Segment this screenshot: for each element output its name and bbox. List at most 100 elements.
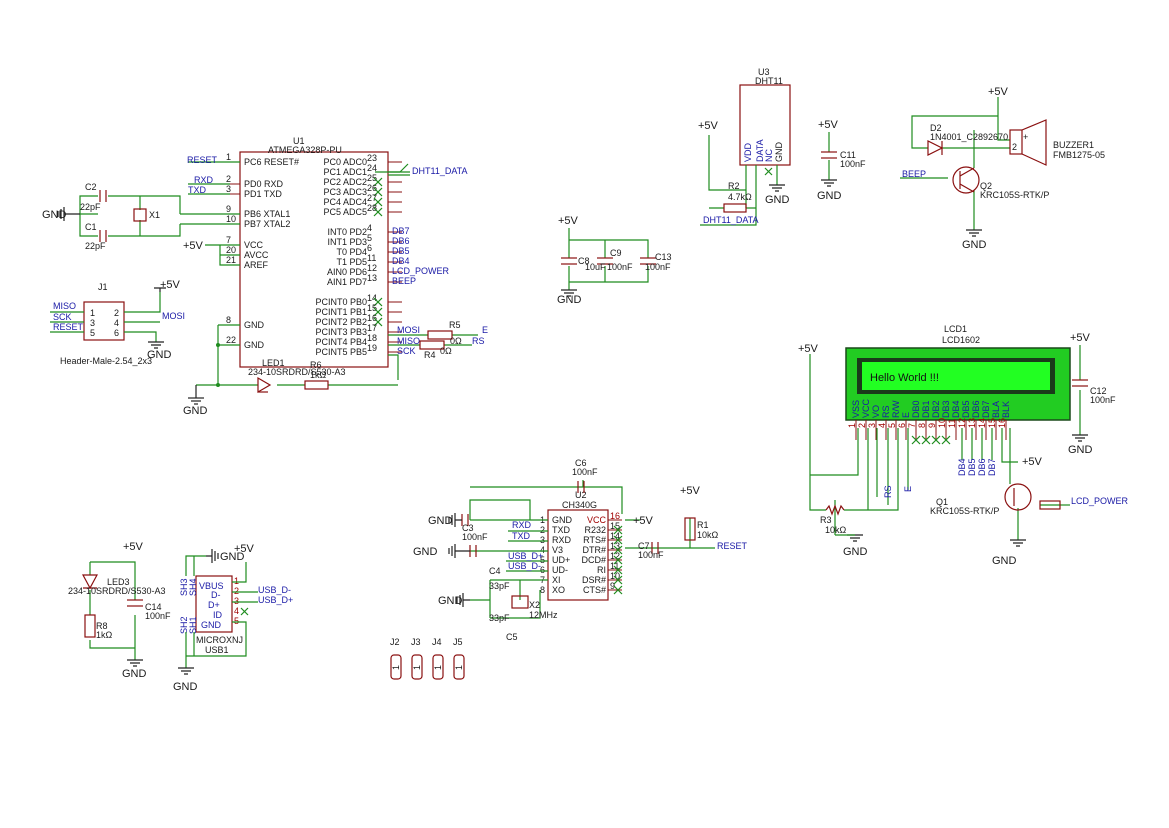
r1-body[interactable] [684, 517, 696, 541]
usb-num-2: 2 [234, 586, 239, 596]
mcu-pin-name: PC5 ADC5 [323, 207, 367, 217]
caps-vcc-label: +5V [558, 215, 579, 227]
mcu-pin-num: 17 [367, 323, 377, 333]
mcu-pin-name: PCINT2 PB2 [315, 317, 367, 327]
led3-symbol[interactable] [81, 574, 99, 590]
lcd-bla-vcc: +5V [1022, 456, 1043, 468]
r8-body[interactable] [84, 614, 96, 638]
lcd-pin-name: R/W [891, 400, 901, 418]
c4-value: 33pF [489, 581, 510, 591]
ch340-pin-name: GND [552, 515, 573, 525]
r3-pot[interactable] [825, 504, 845, 516]
ch340-pin-name: V3 [552, 545, 563, 555]
mcu-pin-name: PCINT1 PB1 [315, 307, 367, 317]
jumper-ref: J3 [411, 637, 421, 647]
mcu-pin-num: 24 [367, 163, 377, 173]
c1-value: 22pF [85, 241, 106, 251]
ch340-pin-name: RTS# [583, 535, 606, 545]
r5-value: 0Ω [450, 336, 462, 346]
dht11-u3[interactable]: U3 DHT11 VDD DATA NC GND [739, 67, 791, 166]
dht-net-label: DHT11_DATA [703, 215, 759, 225]
micro-usb-usb1[interactable]: VBUS D- D+ ID GND 1 2 3 4 5 SH3 SH4 SH2 … [179, 575, 243, 655]
x1-body[interactable] [133, 208, 147, 222]
usb-sh3: SH3 [179, 578, 189, 596]
mcu-pin-num: 11 [367, 253, 376, 263]
c6-ref: C6 [575, 458, 587, 468]
usb-part: MICROXNJ [196, 635, 243, 645]
ch340-net-txd: TXD [512, 531, 531, 541]
q2-gnd-label: GND [962, 239, 987, 251]
net-mosi: MOSI [397, 325, 420, 335]
j1-net-sck: SCK [53, 312, 72, 322]
led3-ref: LED3 [107, 577, 130, 587]
r5-body[interactable] [427, 330, 453, 340]
q2-transistor[interactable] [952, 166, 980, 194]
c14-value: 100nF [145, 611, 171, 621]
mcu-pin-name: PCINT5 PB5 [315, 347, 367, 357]
x2-ref: X2 [529, 600, 540, 610]
lcd-bus-db6: DB6 [977, 458, 987, 476]
r6-body[interactable] [304, 380, 329, 390]
d2-symbol[interactable] [927, 140, 944, 156]
r5-ref: R5 [449, 320, 461, 330]
q2-ref: Q2 [980, 181, 992, 191]
lcd-pin-name: DB5 [961, 400, 971, 418]
q1-base-resistor [1039, 500, 1061, 510]
x2-value: 12MHz [529, 610, 558, 620]
mcu-pin-name: PC4 ADC4 [323, 197, 367, 207]
r2-body[interactable] [723, 203, 747, 213]
lcd-pin-name: DB4 [951, 400, 961, 418]
led3-part: 234-10SRDRD/S530-A3 [68, 586, 166, 596]
mcu-pin-name: T0 PD4 [336, 247, 367, 257]
net-rxd: RXD [194, 175, 214, 185]
q1-transistor[interactable] [1004, 483, 1032, 511]
ch340-pin-num: 14 [610, 531, 620, 541]
r2-value: 4.7kΩ [728, 192, 752, 202]
buzzer-vcc-label: +5V [988, 86, 1009, 98]
ch340-pin-name: UD- [552, 565, 568, 575]
ch340-right-pins: VCC16R23215RTS#14DTR#13DCD#12RI11DSR#10C… [581, 511, 623, 595]
jumper-body[interactable] [411, 654, 423, 680]
q1-gnd-label: GND [992, 555, 1017, 567]
jumper-body[interactable] [453, 654, 465, 680]
net-miso: MISO [397, 336, 420, 346]
r4-body[interactable] [419, 340, 445, 350]
mcu-pin-name: VCC [244, 240, 264, 250]
mcu-pin-num: 22 [226, 335, 236, 345]
j1-gnd-label: GND [147, 349, 172, 361]
jumper-body[interactable] [432, 654, 444, 680]
x2-body[interactable] [511, 595, 529, 609]
header-j1[interactable]: J1 Header-Male-2.54_2x3 1 3 5 2 4 6 [60, 282, 152, 366]
mcu-pin-num: 25 [367, 173, 377, 183]
mcu-pin-name: AREF [244, 260, 269, 270]
net-sck: SCK [397, 346, 416, 356]
x2-gnd-label: GND [438, 595, 463, 607]
mcu-pin-num: 23 [367, 153, 377, 163]
buzzer-net-beep: BEEP [902, 169, 926, 179]
lcd1602[interactable]: Hello World !!! LCD1 LCD1602 VSS1VCC2VO3… [845, 324, 1071, 445]
jumper-pin: 1 [433, 665, 443, 670]
ch340-pin-num: 6 [540, 565, 545, 575]
net-dht11-data: DHT11_DATA [412, 166, 468, 176]
mcu-pin-num: 15 [367, 303, 377, 313]
jumper-body[interactable] [390, 654, 402, 680]
ch340g-u2[interactable]: U2 CH340G GND1TXD2RXD3V34UD+5UD-6XI7XO8 … [540, 490, 623, 601]
led1-symbol[interactable] [257, 376, 272, 394]
mcu-pin-name: T1 PD5 [336, 257, 367, 267]
c12-ref: C12 [1090, 386, 1107, 396]
usb-num-4: 4 [234, 606, 239, 616]
buzzer-ref: BUZZER1 [1053, 140, 1094, 150]
ch340-pin-name: XO [552, 585, 565, 595]
c3-value: 100nF [462, 532, 488, 542]
c8-value: 10uF [585, 262, 606, 272]
c12-gnd-label: GND [1068, 444, 1093, 456]
u2-ref: U2 [575, 490, 587, 500]
ch340-net-rxd: RXD [512, 520, 532, 530]
buzzer-symbol[interactable] [1021, 119, 1047, 166]
ch340-net-reset: RESET [717, 541, 748, 551]
usb-pin-dp: D+ [208, 600, 220, 610]
ch340-pin-num: 3 [540, 535, 545, 545]
lcd-pin-num: 16 [997, 418, 1007, 428]
